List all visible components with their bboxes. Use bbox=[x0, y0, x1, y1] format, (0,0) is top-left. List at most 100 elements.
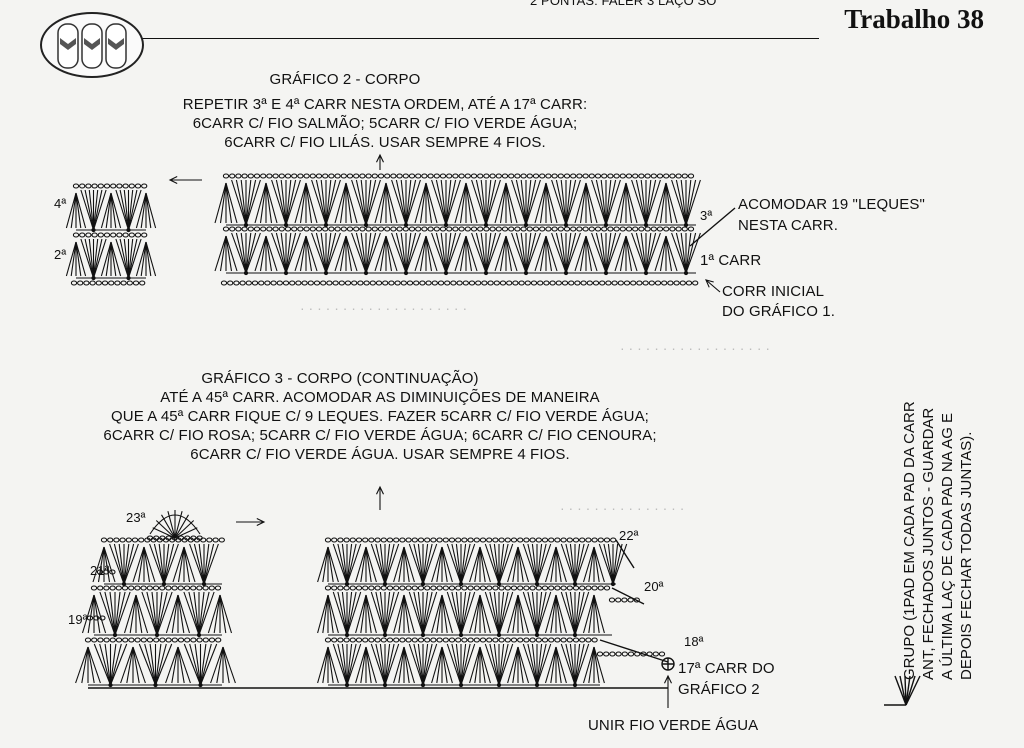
cluster-leg bbox=[593, 646, 605, 684]
cluster-leg bbox=[172, 546, 185, 583]
chain-stitch bbox=[72, 232, 80, 238]
chain-stitch bbox=[377, 226, 385, 232]
double-crochet bbox=[346, 543, 353, 585]
double-crochet bbox=[92, 189, 107, 231]
cluster-leg bbox=[545, 235, 558, 272]
double-crochet bbox=[375, 543, 386, 585]
chain-stitch bbox=[535, 537, 542, 543]
base-point bbox=[243, 270, 249, 276]
double-crochet bbox=[600, 179, 607, 226]
chain-stitch bbox=[245, 280, 252, 286]
fan-stitch bbox=[446, 543, 476, 587]
base-point bbox=[523, 222, 529, 228]
chain-stitch bbox=[140, 585, 147, 591]
chain-stitch bbox=[506, 280, 513, 286]
chain-stitch bbox=[190, 585, 197, 591]
double-crochet bbox=[341, 591, 348, 636]
chain-stitch bbox=[411, 585, 418, 591]
cluster-leg bbox=[582, 546, 595, 583]
chain-stitch bbox=[499, 280, 507, 286]
fan-stitch bbox=[141, 591, 173, 638]
chain-stitch bbox=[386, 637, 394, 643]
double-crochet bbox=[104, 591, 116, 636]
double-crochet bbox=[451, 643, 462, 686]
chain-stitch bbox=[343, 537, 350, 543]
cluster-leg bbox=[465, 182, 473, 224]
double-crochet bbox=[245, 232, 252, 274]
chain-stitch bbox=[520, 226, 527, 232]
chain-stitch bbox=[309, 226, 316, 232]
cluster-leg bbox=[574, 235, 587, 272]
chain-stitch bbox=[582, 173, 589, 179]
double-crochet bbox=[435, 232, 447, 274]
double-crochet bbox=[320, 179, 327, 226]
chain-stitch bbox=[523, 585, 530, 591]
double-crochet bbox=[574, 591, 585, 636]
chain-stitch bbox=[675, 173, 682, 179]
cluster-group bbox=[654, 182, 678, 224]
chain-stitch bbox=[539, 173, 546, 179]
double-crochet bbox=[560, 591, 576, 636]
double-crochet bbox=[99, 643, 112, 686]
double-crochet bbox=[231, 232, 247, 274]
double-crochet bbox=[104, 643, 112, 686]
cluster-leg bbox=[345, 235, 358, 272]
chain-stitch bbox=[128, 637, 135, 643]
double-crochet bbox=[384, 643, 400, 686]
double-crochet bbox=[536, 591, 543, 636]
double-crochet bbox=[565, 543, 576, 585]
cluster-leg bbox=[110, 241, 122, 277]
cluster-leg bbox=[512, 546, 519, 583]
cluster-leg bbox=[177, 594, 191, 634]
cluster-group bbox=[214, 235, 238, 272]
double-crochet bbox=[370, 591, 386, 636]
double-crochet bbox=[235, 179, 247, 226]
cluster-leg bbox=[171, 594, 179, 634]
cluster-leg bbox=[317, 594, 329, 634]
double-crochet bbox=[598, 543, 614, 585]
double-crochet bbox=[395, 232, 407, 274]
chain-stitch bbox=[132, 280, 140, 286]
chain-stitch bbox=[253, 226, 261, 232]
chain-stitch bbox=[656, 173, 664, 179]
double-crochet bbox=[484, 543, 500, 585]
double-crochet bbox=[163, 543, 179, 585]
chain-stitch bbox=[579, 637, 586, 643]
chain-stitch bbox=[184, 535, 191, 541]
chain-stitch bbox=[467, 637, 474, 643]
cluster-leg bbox=[905, 675, 916, 706]
cluster-group bbox=[207, 594, 233, 634]
double-crochet bbox=[127, 238, 134, 279]
chain-stitch bbox=[543, 280, 550, 286]
cluster-leg bbox=[322, 646, 329, 684]
chain-stitch bbox=[621, 597, 628, 603]
cluster-leg bbox=[614, 182, 627, 224]
cluster-leg bbox=[259, 235, 267, 272]
chain-stitch bbox=[599, 280, 606, 286]
chain-stitch bbox=[436, 585, 443, 591]
double-crochet bbox=[149, 543, 165, 585]
double-crochet bbox=[245, 179, 252, 226]
chain-stitch bbox=[524, 280, 531, 286]
double-crochet bbox=[240, 232, 247, 274]
chain-stitch bbox=[202, 637, 209, 643]
cluster-leg bbox=[479, 594, 486, 634]
chain-stitch bbox=[458, 226, 465, 232]
cluster-leg bbox=[441, 546, 453, 583]
double-crochet bbox=[536, 643, 547, 686]
cluster-group bbox=[172, 546, 196, 583]
cluster-leg bbox=[494, 182, 507, 224]
double-crochet bbox=[565, 232, 577, 274]
chain-stitch bbox=[417, 637, 425, 643]
double-crochet bbox=[138, 643, 157, 686]
base-point bbox=[382, 632, 388, 638]
double-crochet bbox=[574, 643, 585, 686]
chain-stitch bbox=[83, 280, 90, 286]
double-crochet bbox=[489, 543, 500, 585]
cluster-leg bbox=[544, 546, 557, 583]
double-crochet bbox=[489, 643, 500, 686]
cluster-group bbox=[374, 235, 398, 272]
fan-stitch bbox=[484, 591, 514, 638]
cluster-leg bbox=[75, 241, 82, 277]
chain-stitch bbox=[489, 173, 496, 179]
